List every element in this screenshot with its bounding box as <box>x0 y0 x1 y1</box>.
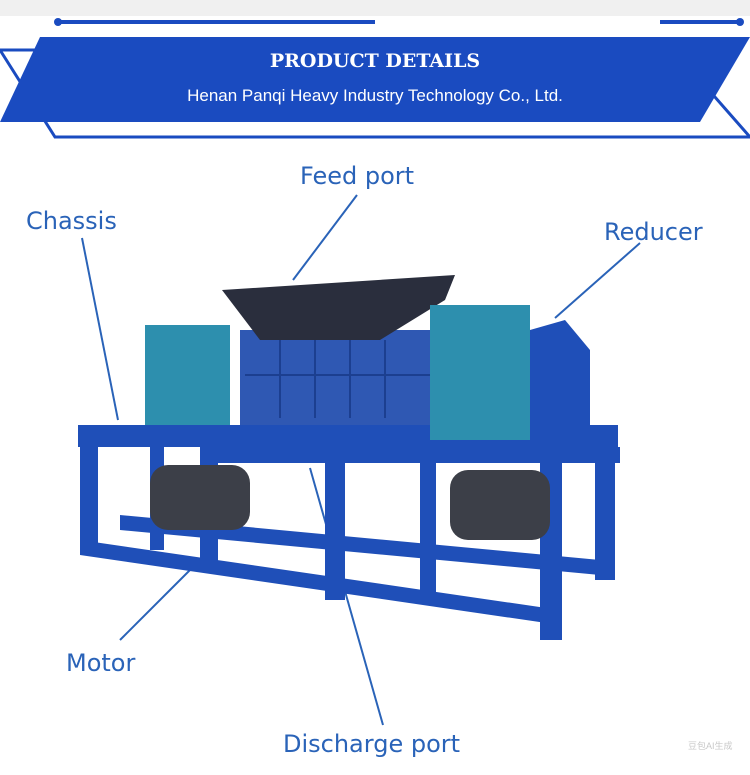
motor <box>150 465 550 540</box>
label-feed-port: Feed port <box>300 162 414 190</box>
feed-port-hopper <box>222 275 455 340</box>
reducer-guard <box>530 320 590 455</box>
header-banner <box>0 18 750 139</box>
page-title: PRODUCT DETAILS <box>269 50 481 72</box>
top-strip <box>0 0 750 16</box>
reducer <box>145 305 530 440</box>
shredder-chamber <box>240 330 440 425</box>
leader-lines <box>81 194 641 726</box>
label-chassis: Chassis <box>26 207 117 235</box>
label-reducer: Reducer <box>604 218 703 246</box>
shredder-machine-diagram: Feed port Chassis Reducer Motor Discharg… <box>26 162 703 758</box>
label-discharge-port: Discharge port <box>283 730 460 758</box>
company-name: Henan Panqi Heavy Industry Technology Co… <box>187 86 563 105</box>
label-motor: Motor <box>66 649 135 677</box>
watermark: 豆包AI生成 <box>688 741 733 751</box>
